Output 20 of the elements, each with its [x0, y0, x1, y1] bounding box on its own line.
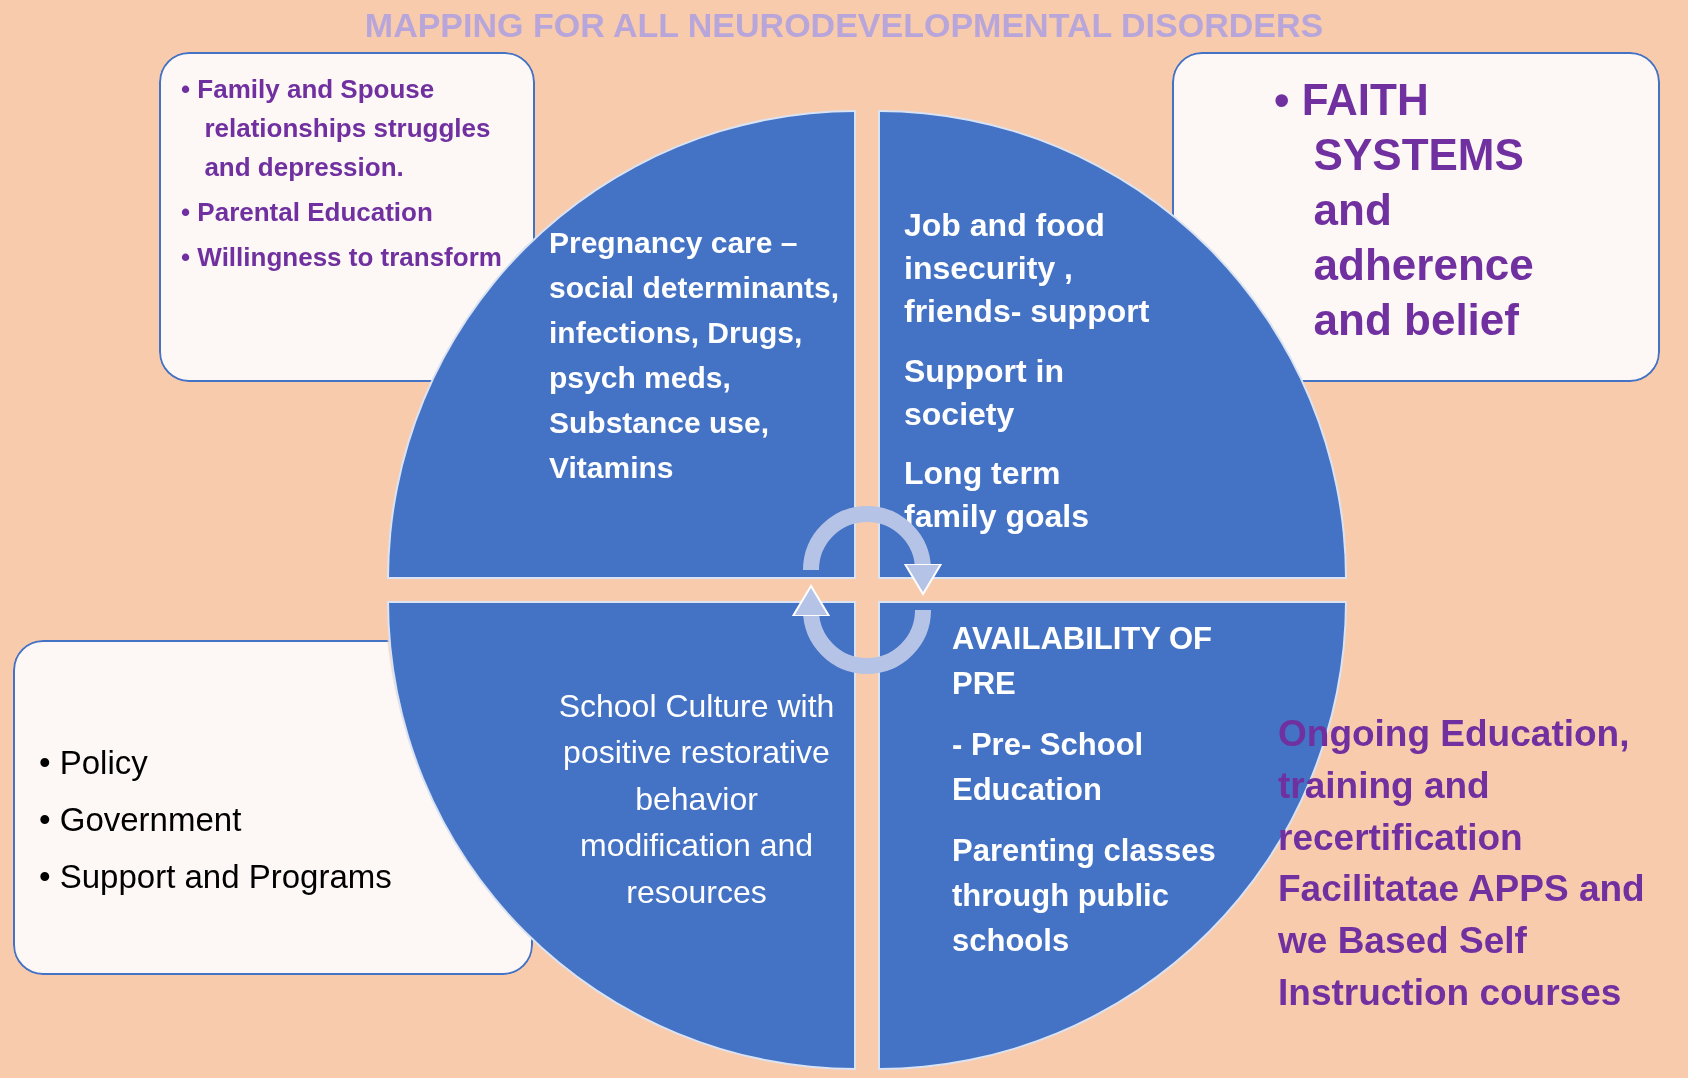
segment-text: School Culture with positive restorative behavior modification and resources — [557, 687, 836, 912]
text-box — [159, 52, 535, 382]
segment-text: - Pre- School Education — [952, 725, 1145, 809]
segment-text: Support in society — [904, 351, 1065, 434]
segment-text: AVAILABILITY OF PRE — [952, 620, 1214, 703]
bullet-item: • Willingness to transform — [181, 241, 503, 274]
segment-text: Job and food insecurity , friends- support — [904, 206, 1151, 332]
segment-text: Parenting classes through public schools — [952, 831, 1217, 960]
bullet-item: • Support and Programs — [39, 856, 393, 897]
cycle-arrow — [803, 506, 942, 595]
segment-text: Long term family goals — [904, 453, 1090, 537]
cycle-arrow — [792, 585, 931, 674]
title: MAPPING FOR ALL NEURODEVELOPMENTAL DISORDERS — [363, 6, 1325, 45]
segment-text: Pregnancy care – social determinants, infections, Drugs, psych meds, Substance use, Vitamins — [549, 225, 841, 486]
text-box — [1172, 52, 1660, 382]
bullet-item: • FAITH SYSTEMS and adherence and belief — [1274, 74, 1535, 346]
bullet-item: • Policy — [39, 743, 149, 783]
bullet-item: • Family and Spouse relationships struggles and depression. — [181, 73, 492, 184]
bullet-item: • Parental Education — [181, 196, 434, 229]
bullet-item: • Government — [39, 799, 243, 840]
